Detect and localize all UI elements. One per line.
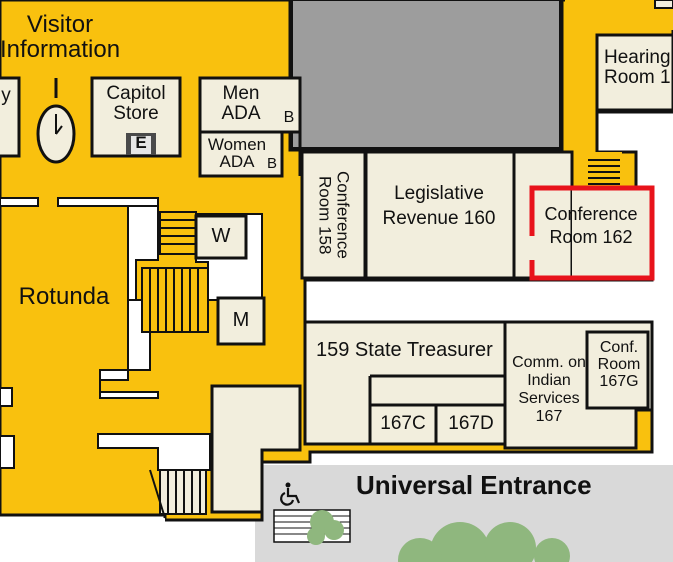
partial-room-label: y [1,85,11,106]
water-fountain-room [194,214,248,260]
conference-room-162 [512,150,574,280]
rotunda-wall-top [0,197,39,207]
state-treasurer-block [303,320,654,450]
women-ada-room [198,130,284,178]
rotunda-label: Rotunda [18,283,110,310]
water-fountain-label: W [211,225,231,247]
clock-icon [36,78,76,164]
capitol-store-label: Capitol Store [106,83,166,124]
women-ada-label: Women ADA [207,135,267,171]
left-partial-room [0,76,21,158]
tree-icon [307,510,570,562]
men-restroom-room [216,296,266,346]
comm-indian-services-label: Comm. on Indian Services 167 [512,354,586,425]
wheelchair-accessible-icon [280,482,301,506]
visitor-information-label: Visitor Information [0,11,121,64]
men-restroom-label: M [232,309,250,331]
universal-entrance-label: Universal Entrance [356,470,592,500]
rotunda-stairs [141,267,209,333]
room-167d-label: 167D [448,413,494,434]
state-treasurer-label: 159 State Treasurer [316,339,493,361]
conference-room-158-label: Conference Room 158 [315,171,353,259]
hearing-room-label: Hearing Room 1 [604,47,671,88]
lower-stairs [159,469,207,515]
lower-room [210,384,302,514]
legislative-revenue-160 [364,150,516,280]
conf-room-167g-label: Conf. Room 167G [597,339,641,390]
baby-changing-men-label: B [283,109,295,126]
stairs-icon [586,152,622,188]
men-ada-label: Men ADA [221,83,261,124]
baby-changing-women-label: B [266,155,277,172]
elevator-label: E [135,133,147,152]
legislative-revenue-label: Legislative Revenue 160 [382,183,496,229]
conference-room-158 [300,150,367,280]
room-167c-label: 167C [380,413,426,434]
conf-room-167g [585,330,650,410]
upper-stairs [159,211,197,255]
courtyard [291,0,561,149]
conference-room-162-label: Conference Room 162 [544,204,638,247]
hearing-room [595,33,673,112]
